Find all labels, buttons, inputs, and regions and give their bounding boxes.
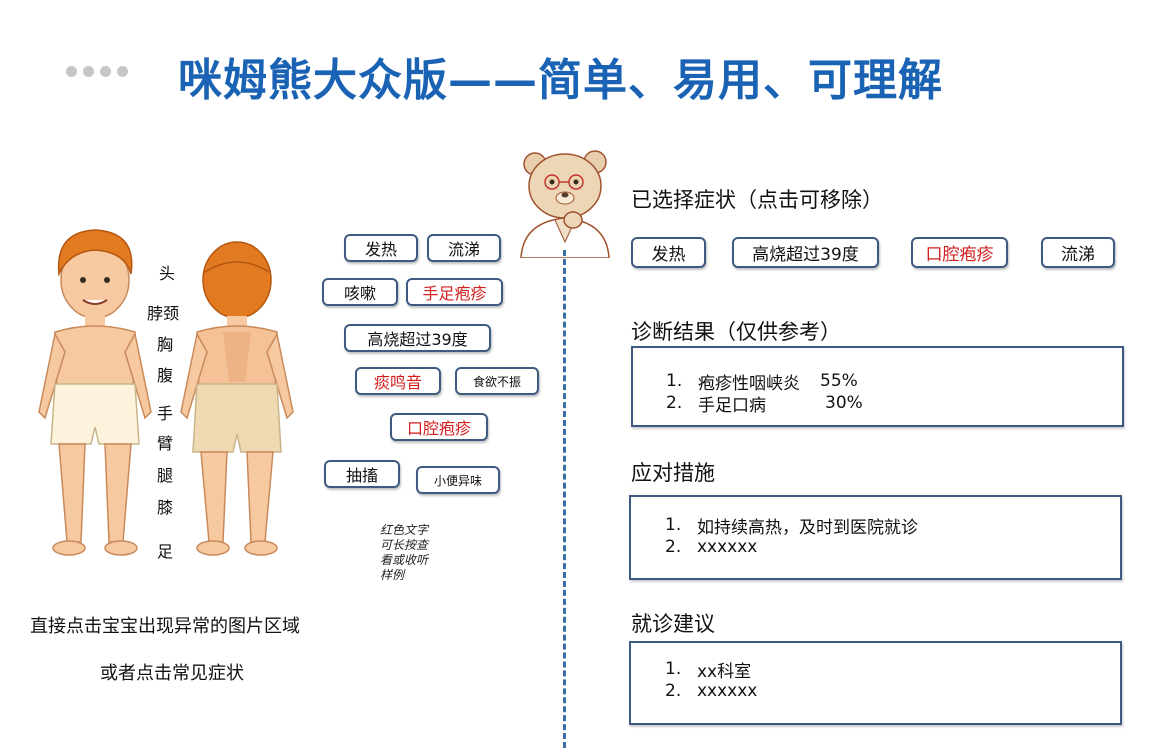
- symptom-runny-nose[interactable]: 流涕: [427, 234, 501, 262]
- advice-item: 2. xxxxxx: [665, 681, 758, 701]
- symptom-poor-appetite[interactable]: 食欲不振: [455, 367, 539, 395]
- hint-tap-image: 直接点击宝宝出现异常的图片区域: [30, 616, 300, 637]
- measures-title: 应对措施: [631, 461, 715, 485]
- body-part-hand[interactable]: 手: [157, 404, 174, 423]
- measure-item: 2. xxxxxx: [665, 537, 758, 557]
- bear-doctor-mascot: [520, 150, 610, 258]
- symptom-fever[interactable]: 发热: [344, 234, 418, 262]
- body-part-head[interactable]: 头: [159, 264, 176, 283]
- symptom-convulsion[interactable]: 抽搐: [324, 460, 400, 488]
- advice-box: 1. xx科室 2. xxxxxx: [629, 641, 1122, 725]
- symptom-hand-foot-herpes[interactable]: 手足疱疹: [406, 278, 503, 306]
- page-title: 咪姆熊大众版——简单、易用、可理解: [178, 55, 943, 106]
- measure-item: 1. 如持续高热，及时到医院就诊: [665, 515, 918, 538]
- section-divider: [563, 250, 566, 748]
- body-part-neck[interactable]: 脖颈: [147, 304, 180, 323]
- child-front-figure[interactable]: [38, 229, 152, 556]
- selected-chip-oral-herpes[interactable]: 口腔疱疹: [911, 237, 1008, 268]
- red-text-note: 红色文字 可长按查 看或收听 样例: [380, 523, 429, 582]
- diagnosis-title: 诊断结果（仅供参考）: [631, 320, 841, 344]
- selected-chip-high-fever[interactable]: 高烧超过39度: [732, 237, 879, 268]
- measures-box: 1. 如持续高热，及时到医院就诊 2. xxxxxx: [629, 495, 1122, 580]
- symptom-cough[interactable]: 咳嗽: [322, 278, 398, 306]
- advice-item: 1. xx科室: [665, 659, 752, 682]
- diagnosis-item: 2. 手足口病 30%: [666, 393, 863, 416]
- selected-chip-runny-nose[interactable]: 流涕: [1041, 237, 1115, 268]
- diagnosis-item: 1. 疱疹性咽峡炎 55%: [666, 371, 858, 394]
- hint-tap-symptoms: 或者点击常见症状: [100, 663, 244, 684]
- symptom-phlegm-sound[interactable]: 痰鸣音: [355, 367, 441, 395]
- body-part-knee[interactable]: 膝: [157, 498, 174, 517]
- symptom-abnormal-urine[interactable]: 小便异味: [416, 466, 500, 494]
- child-back-figure[interactable]: [180, 241, 294, 556]
- diagnosis-box: 1. 疱疹性咽峡炎 55% 2. 手足口病 30%: [631, 346, 1124, 427]
- decorative-dots: [66, 66, 128, 77]
- symptom-high-fever[interactable]: 高烧超过39度: [344, 324, 491, 352]
- selected-symptoms-title: 已选择症状（点击可移除）: [631, 188, 883, 212]
- advice-title: 就诊建议: [631, 612, 715, 636]
- body-part-abdomen[interactable]: 腹: [157, 366, 174, 385]
- body-part-chest[interactable]: 胸: [157, 335, 174, 354]
- body-part-foot[interactable]: 足: [157, 542, 174, 561]
- selected-chip-fever[interactable]: 发热: [631, 237, 706, 268]
- symptom-oral-herpes[interactable]: 口腔疱疹: [390, 413, 488, 441]
- child-body-map[interactable]: [25, 222, 305, 567]
- body-part-arm[interactable]: 臂: [157, 434, 174, 453]
- body-part-leg[interactable]: 腿: [157, 466, 174, 485]
